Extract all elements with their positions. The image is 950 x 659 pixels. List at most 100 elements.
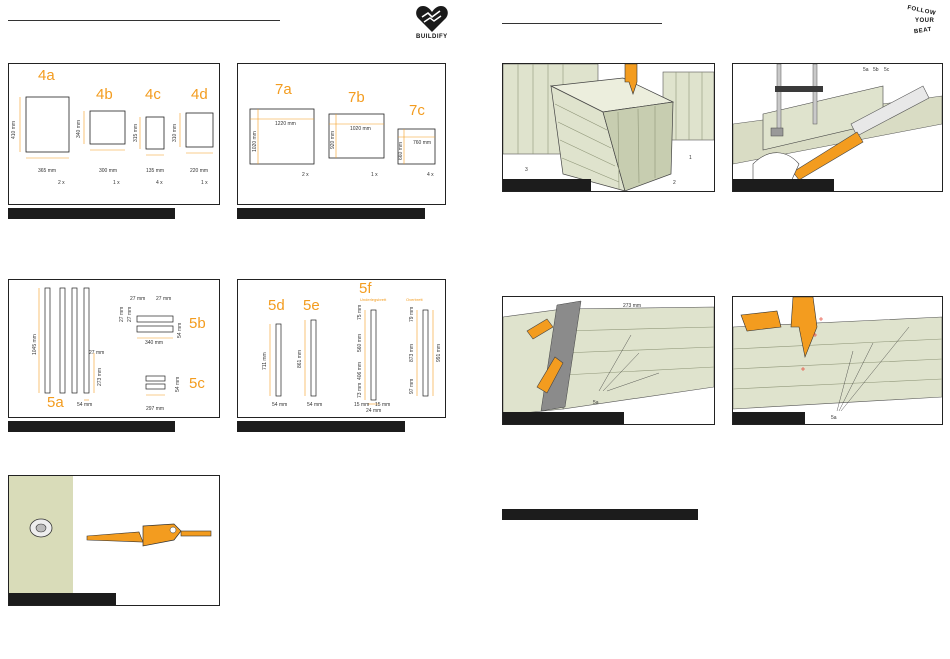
label-5f: 5f: [359, 280, 372, 297]
label-4b: 4b: [96, 86, 113, 103]
dim-5a-height: 1045 mm: [32, 334, 38, 355]
dim-4c-height: 315 mm: [133, 123, 139, 142]
marking-illustration: [503, 300, 714, 416]
header-rule-left: [8, 20, 280, 21]
pencil-icon: [526, 318, 554, 340]
dim-7b-height: 920 mm: [330, 130, 336, 149]
crate-illustration: [503, 64, 714, 191]
caption-bar-photo3: [503, 412, 624, 424]
drill-icon: [624, 64, 638, 95]
qty-7a: 2 x: [302, 172, 309, 178]
qty-7c: 4 x: [427, 172, 434, 178]
label-5a-photo3: 5a: [593, 400, 599, 406]
dim-5b-27d: 27 mm: [127, 306, 133, 322]
label-5f-left: Underlegsbrett: [360, 297, 387, 302]
label-5a: 5a: [47, 394, 64, 411]
panel-7-drawing: [249, 108, 436, 165]
panel-cut-list-5def: 5d 5e 5f Underlegsbrett Overbrett 711 mm…: [237, 279, 446, 418]
photo-drilling-boards: 5a: [732, 296, 943, 425]
photo-saw-cutting: 5a 5b 5c: [732, 63, 943, 192]
dim-4a-height: 410 mm: [11, 120, 17, 139]
label-5a-photo4: 5a: [831, 415, 837, 421]
dim-273-photo3: 273 mm: [623, 303, 642, 309]
label-4a: 4a: [38, 67, 55, 84]
label-5b: 5b: [189, 315, 206, 332]
dim-5d-width: 54 mm: [272, 402, 288, 408]
caption-bar-photo1: [503, 179, 591, 191]
dim-4d-height: 310 mm: [172, 123, 178, 142]
dim-5e-width: 54 mm: [307, 402, 323, 408]
slogan-line1: FOLLOW: [906, 5, 937, 17]
dim-5b-27b: 27 mm: [156, 296, 172, 302]
dim-4b-width: 300 mm: [99, 168, 118, 174]
drill-bit-illustration: [29, 518, 212, 547]
section-heading-bar: [502, 509, 698, 520]
qty-4a: 2 x: [58, 180, 65, 186]
dim-5a-273: 273 mm: [97, 367, 103, 386]
caption-bar-7: [237, 208, 425, 219]
dim-4b-height: 340 mm: [76, 119, 82, 138]
follow-your-beat-stamp: FOLLOW YOUR BEAT: [903, 5, 945, 42]
photo-marking-boards: 273 mm 5a: [502, 296, 715, 425]
photo-assembled-crate: 1 2 3: [502, 63, 715, 192]
saw-illustration: [733, 64, 942, 187]
qty-4d: 1 x: [201, 180, 208, 186]
dim-5f-l4: 73 mm: [357, 382, 363, 398]
heart-logo-icon: [416, 6, 448, 32]
dim-5f-l3: 406 mm: [357, 361, 363, 380]
brand-name: BUILDIFY: [416, 34, 448, 40]
dim-7a-width: 1220 mm: [275, 121, 296, 127]
panel-cut-list-7: 7a 7b 7c 1220 mm 1020 mm 2 x 1020 mm 920…: [237, 63, 446, 205]
caption-bar-drill: [9, 593, 116, 605]
label-5f-right: Overbrett: [406, 297, 423, 302]
caption-bar-4: [8, 208, 175, 219]
dim-5a-27: 27 mm: [89, 350, 105, 356]
square-tool-icon: [536, 356, 564, 394]
dim-5a-width: 54 mm: [77, 402, 93, 408]
label-5d: 5d: [268, 297, 285, 314]
qty-4b: 1 x: [113, 180, 120, 186]
countersink-bit-icon: [86, 523, 212, 547]
panel-countersink-drill: [8, 475, 220, 606]
dim-5c-height: 54 mm: [175, 376, 181, 392]
dim-5f-r2: 873 mm: [409, 343, 415, 362]
dim-5f-b1: 15 mm: [354, 402, 370, 408]
panel-5def-drawing: [269, 309, 434, 405]
qty-7b: 1 x: [371, 172, 378, 178]
caption-bar-5abc: [8, 421, 175, 432]
label-4d: 4d: [191, 86, 208, 103]
part-label-2: 2: [673, 180, 676, 186]
drilling-illustration: [733, 297, 942, 412]
caption-bar-5def: [237, 421, 405, 432]
dim-4c-width: 135 mm: [146, 168, 165, 174]
dim-5e-height: 861 mm: [297, 349, 303, 368]
panel-5abc-drawing: [38, 287, 174, 401]
slogan-line2: YOUR: [915, 18, 935, 24]
saw-handle-icon: [792, 131, 864, 181]
dim-5d-height: 711 mm: [262, 352, 268, 370]
header-rule-right: [502, 23, 662, 24]
part-label-3: 3: [525, 167, 528, 173]
dim-5f-l1: 75 mm: [357, 304, 363, 320]
part-label-1: 1: [689, 155, 692, 161]
label-5e: 5e: [303, 297, 320, 314]
dim-5b-width: 340 mm: [145, 340, 164, 346]
dim-5b-27a: 27 mm: [130, 296, 146, 302]
dim-7b-width: 1020 mm: [350, 126, 371, 132]
dim-4a-width: 365 mm: [38, 168, 57, 174]
caption-bar-photo4: [733, 412, 805, 424]
dim-5f-l2: 560 mm: [357, 333, 363, 352]
dim-5c-width: 297 mm: [146, 406, 165, 412]
label-5c-photo2: 5c: [884, 67, 890, 73]
label-4c: 4c: [145, 86, 161, 103]
dim-7c-height: 660 mm: [398, 141, 404, 160]
caption-bar-photo2: [733, 179, 834, 191]
drill-icon: [790, 297, 818, 359]
dim-5f-b2: 15 mm: [375, 402, 391, 408]
drill-side-strip: [9, 476, 73, 605]
label-5a-photo2: 5a: [863, 67, 869, 73]
dim-5f-b3: 24 mm: [366, 408, 382, 414]
label-7c: 7c: [409, 102, 425, 119]
slogan-line3: BEAT: [913, 26, 933, 36]
label-7a: 7a: [275, 81, 292, 98]
